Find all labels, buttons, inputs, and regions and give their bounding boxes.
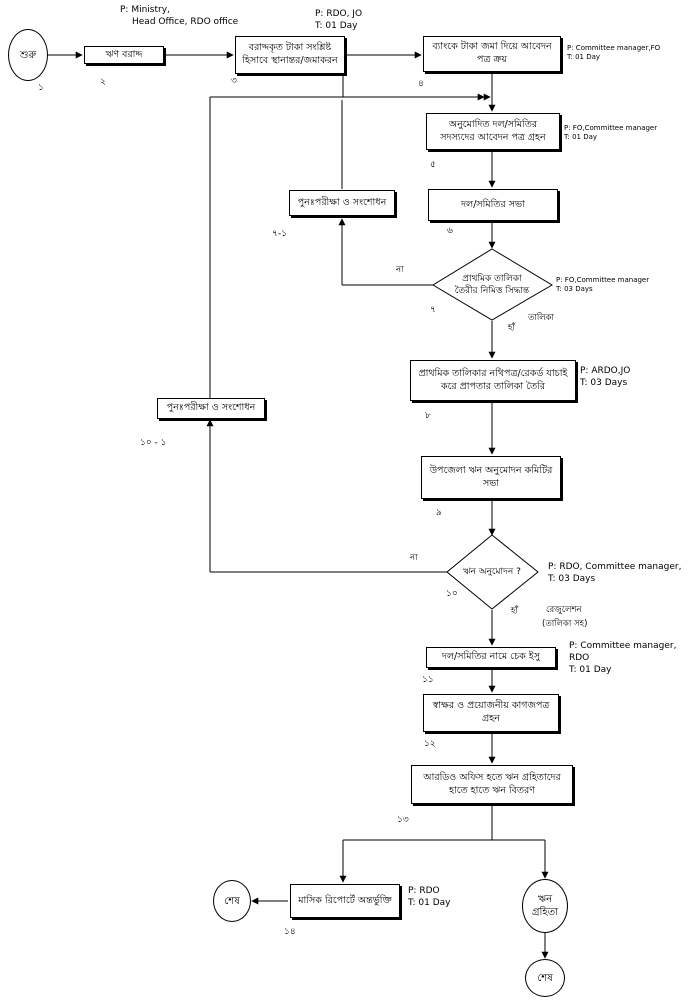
borrower-label: ঋন গ্রহিতা xyxy=(531,894,558,918)
info-step-4-time: T: 01 Day xyxy=(567,53,601,62)
info-step-4: P: Committee manager,FO T: 01 Day xyxy=(567,44,660,63)
step-number: ১৪ xyxy=(284,927,296,937)
bank-deposit-label: ব্যাংকে টাকা জমা দিয়ে আবেদন পত্র ক্রয় xyxy=(432,41,552,65)
end-label-1: শেষ xyxy=(224,895,240,907)
end-circle-1: শেষ xyxy=(213,880,251,922)
info-step-5-person: P: FO,Committee manager xyxy=(564,124,658,132)
info-step-11: P: Committee manager, RDO T: 01 Day xyxy=(569,640,676,676)
cheque-issue-label: দল/সমিতির নামে চেক ইসু xyxy=(441,651,541,663)
info-step-7: P: FO,Committee manager T: 03 Days xyxy=(556,276,649,295)
bank-deposit-box: ব্যাংকে টাকা জমা দিয়ে আবেদন পত্র ক্রয় xyxy=(423,36,561,72)
info-step-7-person: P: FO,Committee manager xyxy=(556,276,650,284)
upazila-meeting-box: উপজেলা ঋন অনুমোদন কমিটির সভা xyxy=(421,456,561,499)
info-step-14: P: RDO T: 01 Day xyxy=(408,885,451,909)
info-step-11-time: T: 01 Day xyxy=(569,665,612,676)
distribution-label: আরডিও অফিস হতে ঋন গ্রহিতাদের হাতে হাতে ঋ… xyxy=(423,771,561,796)
borrower-circle: ঋন গ্রহিতা xyxy=(522,879,568,933)
step-number: ১২ xyxy=(424,739,436,749)
info-step-3-person: P: RDO, JO xyxy=(315,9,363,19)
fund-transfer-box: বরাদ্দকৃত টাকা সংশ্লিষ্ট হিসাবে স্থানান্… xyxy=(235,36,345,74)
step-number: ১ xyxy=(38,83,44,93)
sign-docs-label: স্বাক্ষর ও প্রয়োজনীয় কাগজপত্র গ্রহন xyxy=(432,700,550,724)
recheck-box-1: পুনঃপরীক্ষা ও সংশোধন xyxy=(289,190,395,216)
prelim-decision-label-wrap: প্রাথমিক তালিকা তৈরীর নিমিত্ত সিদ্ধান্ত xyxy=(452,266,532,304)
end-circle-2: শেষ xyxy=(525,959,565,997)
info-step-5-time: T: 01 Day xyxy=(564,133,598,142)
branch-label-list: তালিকা xyxy=(528,313,555,323)
loan-allocation-label: ঋণ বরাদ্দ xyxy=(105,48,143,60)
step-number: ২ xyxy=(100,77,106,87)
step-number: ৬ xyxy=(447,226,453,236)
loan-approval-label-wrap: ঋন অনুমোদন ? xyxy=(455,562,529,582)
prelim-decision-label: প্রাথমিক তালিকা তৈরীর নিমিত্ত সিদ্ধান্ত xyxy=(454,273,530,296)
monthly-report-box: মাসিক রিপোর্টে অন্তর্ভুক্তি xyxy=(290,884,400,918)
info-step-11-person: P: Committee manager, xyxy=(569,641,677,651)
info-step-10-person: P: RDO, Committee manager, xyxy=(548,562,682,572)
step-number: ৫ xyxy=(430,160,436,170)
branch-label-yes-1: হাঁ xyxy=(508,323,515,333)
step-number: ৭ xyxy=(430,305,436,315)
info-step-8-time: T: 03 Days xyxy=(580,378,628,389)
recheck-1-label: পুনঃপরীক্ষা ও সংশোধন xyxy=(297,196,387,208)
distribution-box: আরডিও অফিস হতে ঋন গ্রহিতাদের হাতে হাতে ঋ… xyxy=(411,765,573,804)
loan-approval-label: ঋন অনুমোদন ? xyxy=(463,566,521,577)
start-label: শুরু xyxy=(19,49,37,61)
step-number: ১০ - ১ xyxy=(140,438,167,448)
step-number: ৩ xyxy=(231,76,237,86)
info-step-3-time: T: 01 Day xyxy=(315,21,358,32)
prelim-list-label: প্রাথমিক তালিকার নথিপত্র/রেকর্ড যাচাই কর… xyxy=(418,367,568,392)
sign-docs-box: স্বাক্ষর ও প্রয়োজনীয় কাগজপত্র গ্রহন xyxy=(423,694,559,732)
step-number: ৪ xyxy=(418,79,424,89)
info-step-2-person-2: Head Office, RDO office xyxy=(132,17,239,28)
receive-application-label: অনুমোদিত দল/সমিতির সদস্যদের আবেদন পত্র গ… xyxy=(440,118,546,143)
info-step-10: P: RDO, Committee manager, T: 03 Days xyxy=(548,561,681,585)
decision-diamond-prelim xyxy=(432,248,553,321)
info-step-10-time: T: 03 Days xyxy=(548,574,596,585)
branch-label-yes-2: হাঁ xyxy=(511,606,518,616)
info-step-2-person: P: Ministry, xyxy=(120,5,170,15)
step-number: ৮ xyxy=(425,411,431,421)
info-step-8: P: ARDO,JO T: 03 Days xyxy=(580,365,630,389)
info-step-8-person: P: ARDO,JO xyxy=(580,366,631,376)
info-step-4-person: P: Committee manager,FO xyxy=(567,44,661,52)
step-number: ১৩ xyxy=(397,815,409,825)
upazila-meeting-label: উপজেলা ঋন অনুমোদন কমিটির সভা xyxy=(429,464,553,489)
cheque-issue-box: দল/সমিতির নামে চেক ইসু xyxy=(426,647,556,668)
branch-label-no-1: না xyxy=(396,265,404,275)
info-step-2: P: Ministry, Head Office, RDO office xyxy=(120,4,238,28)
start-circle: শুরু xyxy=(8,29,48,81)
info-step-11-person-2: RDO xyxy=(569,653,590,664)
receive-application-box: অনুমোদিত দল/সমিতির সদস্যদের আবেদন পত্র গ… xyxy=(426,113,560,150)
decision-diamond-approval xyxy=(446,534,539,610)
step-number: ১১ xyxy=(422,675,434,685)
info-step-3: P: RDO, JO T: 01 Day xyxy=(315,8,362,32)
step-number: ১০ xyxy=(446,589,458,599)
prelim-list-box: প্রাথমিক তালিকার নথিপত্র/রেকর্ড যাচাই কর… xyxy=(410,360,576,401)
info-step-5: P: FO,Committee manager T: 01 Day xyxy=(564,124,657,143)
branch-label-resolution: রেজুলেশন xyxy=(546,605,582,615)
loan-allocation-box: ঋণ বরাদ্দ xyxy=(84,46,164,64)
group-meeting-label: দল/সমিতির সভা xyxy=(461,198,525,210)
monthly-report-label: মাসিক রিপোর্টে অন্তর্ভুক্তি xyxy=(298,894,392,906)
step-number: ৭-১ xyxy=(272,229,287,239)
recheck-box-2: পুনঃপরীক্ষা ও সংশোধন xyxy=(157,398,265,419)
group-meeting-box: দল/সমিতির সভা xyxy=(428,189,558,221)
branch-label-with-list: (তালিকা সহ) xyxy=(542,619,588,629)
info-step-7-time: T: 03 Days xyxy=(556,285,593,294)
fund-transfer-label: বরাদ্দকৃত টাকা সংশ্লিষ্ট হিসাবে স্থানান্… xyxy=(242,42,338,66)
step-number: ৯ xyxy=(436,508,442,518)
end-label-2: শেষ xyxy=(537,972,553,984)
recheck-2-label: পুনঃপরীক্ষা ও সংশোধন xyxy=(166,402,256,414)
info-step-14-time: T: 01 Day xyxy=(408,898,451,909)
info-step-14-person: P: RDO xyxy=(408,886,440,896)
branch-label-no-2: না xyxy=(410,553,418,563)
